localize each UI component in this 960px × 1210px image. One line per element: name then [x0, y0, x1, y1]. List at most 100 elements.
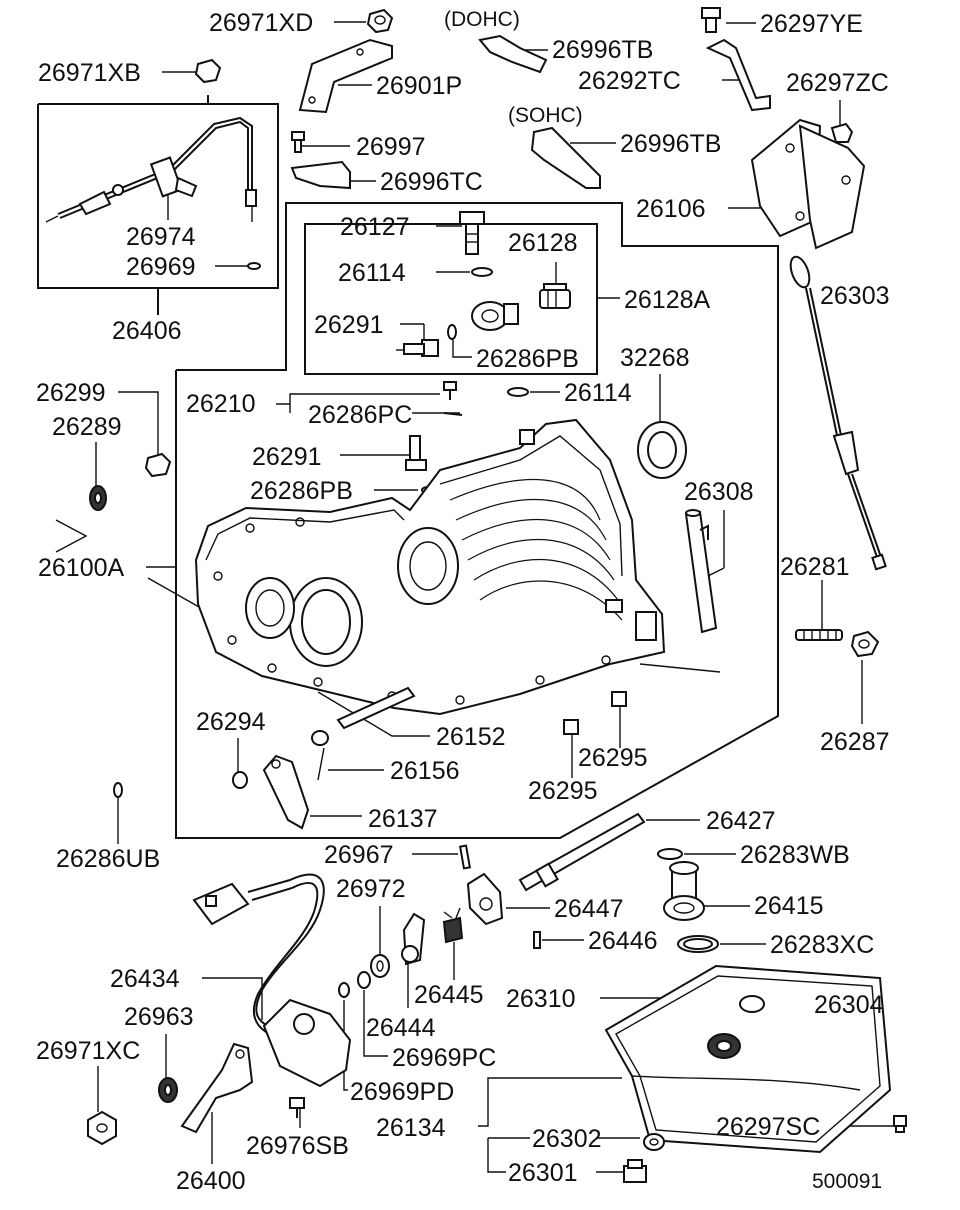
callout-26969PC: 26969PC: [392, 1044, 496, 1072]
callout-26286PB-b: 26286PB: [250, 477, 353, 505]
callout-26447: 26447: [554, 895, 624, 923]
callout-26969: 26969: [126, 253, 196, 281]
callout-dohc: (DOHC): [444, 8, 520, 31]
callout-26283XC: 26283XC: [770, 931, 874, 959]
callout-26969PD: 26969PD: [350, 1078, 454, 1106]
callout-26295-a: 26295: [578, 744, 648, 772]
part-number-labels: 26971XD (DOHC) 26996TB 26297YE 26971XB 2…: [36, 8, 890, 1195]
callout-26299: 26299: [36, 379, 106, 407]
bolt-26210-graphic: [443, 381, 457, 400]
oring-26283WB-graphic: [657, 848, 683, 860]
banjo-fitting-graphic: [471, 301, 519, 331]
bolt-26291-a-graphic: [396, 339, 439, 357]
callout-26446: 26446: [588, 927, 658, 955]
callout-26415: 26415: [754, 892, 824, 920]
oring-26283XC-graphic: [677, 935, 719, 953]
dipstick-26303-graphic: [789, 255, 887, 571]
callout-26976SB: 26976SB: [246, 1132, 349, 1160]
callout-26289: 26289: [52, 413, 122, 441]
bolt-26127-graphic: [459, 211, 485, 255]
transmission-case-26100A-graphic: [194, 418, 721, 716]
nut-26971XD-graphic: [366, 8, 394, 34]
callout-26291-b: 26291: [252, 443, 322, 471]
drawing-number: 500091: [812, 1170, 882, 1193]
frame-26406: [37, 103, 279, 289]
gear-26447-graphic: [466, 872, 504, 926]
callout-26291-a: 26291: [314, 311, 384, 339]
nut-26299-graphic: [144, 452, 172, 478]
bolt-26297YE-graphic: [701, 7, 721, 33]
pin-26152-graphic: [336, 686, 416, 730]
callout-26210: 26210: [186, 390, 256, 418]
callout-26286PC: 26286PC: [308, 401, 412, 429]
callout-26974: 26974: [126, 223, 196, 251]
ring-26294-graphic: [232, 771, 248, 789]
callout-26304: 26304: [814, 991, 884, 1019]
bracket-26996TB-dohc-graphic: [478, 34, 548, 74]
gasket-26286PC-graphic: [443, 412, 463, 416]
callout-26444: 26444: [366, 1014, 436, 1042]
spring-26156-graphic: [311, 730, 329, 781]
washer-26302-graphic: [643, 1133, 665, 1151]
washer-26972-graphic: [370, 954, 390, 978]
nut-26287-graphic: [850, 630, 880, 658]
callout-26297SC: 26297SC: [716, 1113, 820, 1141]
nut-26971XB-graphic: [194, 58, 222, 84]
callout-26156: 26156: [390, 757, 460, 785]
shaft-26427-graphic: [518, 812, 646, 892]
frame-26100A: [175, 202, 779, 839]
pin-26967-graphic: [458, 844, 472, 870]
callout-26295-b: 26295: [528, 777, 598, 805]
washer-26969PC-graphic: [357, 971, 371, 989]
washer-26289-graphic: [89, 485, 107, 511]
callout-26971XB: 26971XB: [38, 59, 141, 87]
callout-26114-a: 26114: [338, 259, 406, 287]
nut-26971XC-graphic: [87, 1110, 117, 1146]
callout-26302: 26302: [532, 1125, 602, 1153]
callout-26971XD: 26971XD: [209, 9, 313, 37]
cable-26974-graphic: [45, 116, 257, 223]
seal-32268-graphic: [637, 421, 687, 479]
gasket-26286UB-graphic: [113, 782, 123, 798]
lever-26137-graphic: [262, 754, 310, 830]
bolt-26976SB-graphic: [289, 1097, 305, 1118]
clip-26969-graphic: [247, 262, 261, 270]
callout-26963: 26963: [124, 1003, 194, 1031]
callout-26137: 26137: [368, 805, 438, 833]
callout-26286PB-a: 26286PB: [476, 345, 579, 373]
washer-26963-graphic: [158, 1077, 178, 1103]
lever-26400-graphic: [180, 1042, 254, 1134]
bracket-26996TC-graphic: [290, 160, 351, 190]
callout-26294: 26294: [196, 708, 266, 736]
callout-26996TC: 26996TC: [380, 168, 483, 196]
callout-26427: 26427: [706, 807, 776, 835]
callout-26971XC: 26971XC: [36, 1037, 140, 1065]
union-26128-graphic: [539, 283, 571, 309]
bracket-26996TB-sohc-graphic: [530, 126, 601, 189]
washer-26114-a-graphic: [471, 267, 493, 277]
bolt-26297SC-graphic: [893, 1115, 907, 1133]
callout-26297ZC: 26297ZC: [786, 69, 889, 97]
callout-26303: 26303: [820, 282, 890, 310]
callout-26283WB: 26283WB: [740, 841, 850, 869]
callout-26901P: 26901P: [376, 72, 462, 100]
callout-26100A: 26100A: [38, 554, 125, 582]
callout-sohc: (SOHC): [508, 104, 583, 127]
oil-pan-26310-graphic: [604, 964, 892, 1154]
callout-26434: 26434: [110, 965, 180, 993]
callout-26106: 26106: [636, 195, 706, 223]
bracket-26106-graphic: [750, 118, 866, 250]
shaft-26445-graphic: [442, 907, 464, 944]
sleeve-26415-graphic: [663, 861, 705, 921]
callout-26996TB-a: 26996TB: [552, 36, 653, 64]
dowel-26295-a-graphic: [611, 691, 627, 707]
bracket-26901P-graphic: [298, 38, 393, 114]
bolt-26997-graphic: [291, 131, 305, 153]
callout-26301: 26301: [508, 1159, 578, 1187]
gasket-26286PB-a-graphic: [447, 324, 457, 340]
stud-26281-graphic: [795, 629, 843, 641]
callout-26972: 26972: [336, 875, 406, 903]
tube-26308-graphic: [684, 509, 718, 634]
